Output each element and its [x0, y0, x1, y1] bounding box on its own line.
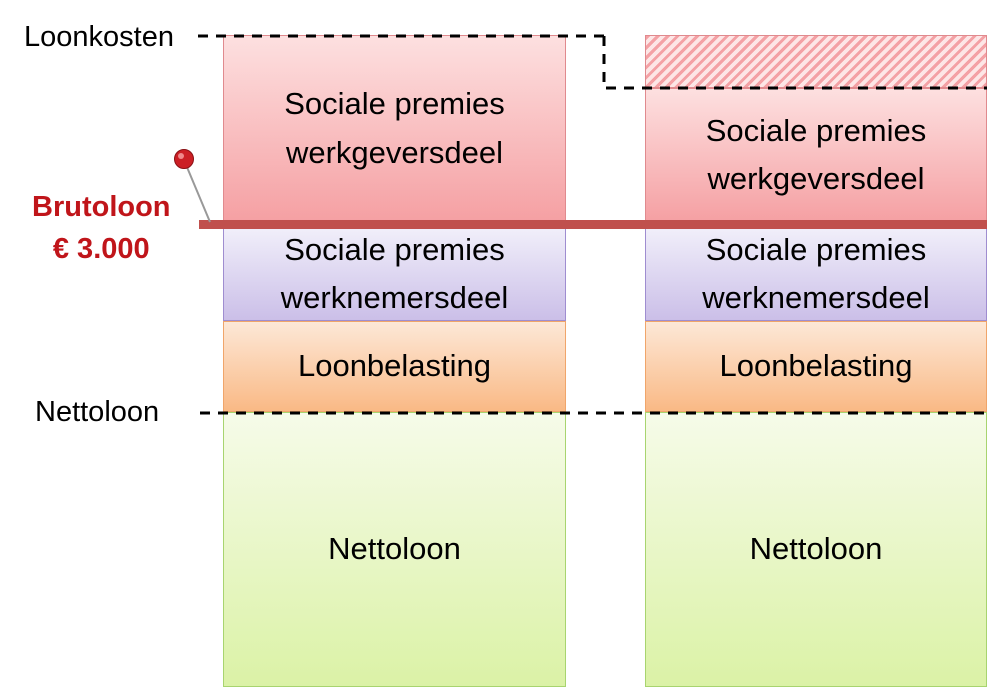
brutoloon-amount: € 3.000 [52, 233, 150, 266]
pin-highlight [178, 153, 184, 159]
segment-line1: Sociale premies [284, 231, 505, 267]
segment-line1: Loonbelasting [719, 348, 913, 384]
segment-line2: werkgeversdeel [285, 134, 504, 170]
segment-line2: werknemersdeel [702, 280, 930, 315]
segment-line2: werkgeversdeel [707, 161, 925, 196]
pin-needle [183, 159, 211, 223]
nettoloon-label: Nettoloon [35, 396, 160, 428]
segment-nettoloon: Nettoloon [645, 412, 987, 687]
segment-werkgeversdeel: Sociale premies werkgeversdeel [223, 35, 566, 222]
segment-werknemersdeel: Sociale premies werknemersdeel [645, 227, 987, 321]
loonkosten-step-dashed-line [602, 36, 987, 90]
segment-line2: werknemersdeel [280, 280, 509, 315]
brutoloon-title: Brutoloon [32, 191, 171, 223]
segment-werkgeversdeel: Sociale premies werkgeversdeel [645, 88, 987, 222]
segment-line1: Sociale premies [284, 86, 505, 122]
segment-line1: Sociale premies [705, 231, 927, 267]
segment-nettoloon: Nettoloon [223, 412, 566, 687]
segment-line1: Loonbelasting [297, 348, 492, 384]
hatched-extra-cost [645, 35, 987, 88]
segment-line1: Sociale premies [705, 112, 927, 148]
segment-loonbelasting: Loonbelasting [223, 321, 566, 412]
segment-line1: Nettoloon [749, 531, 883, 567]
brutoloon-label: Brutoloon € 3.000 [32, 186, 171, 270]
loonkosten-label: Loonkosten [24, 21, 174, 53]
segment-loonbelasting: Loonbelasting [645, 321, 987, 412]
segment-line1: Nettoloon [328, 531, 461, 567]
segment-werknemersdeel: Sociale premies werknemersdeel [223, 227, 566, 321]
pin-head-icon [174, 149, 194, 169]
brutoloon-line [199, 220, 987, 229]
